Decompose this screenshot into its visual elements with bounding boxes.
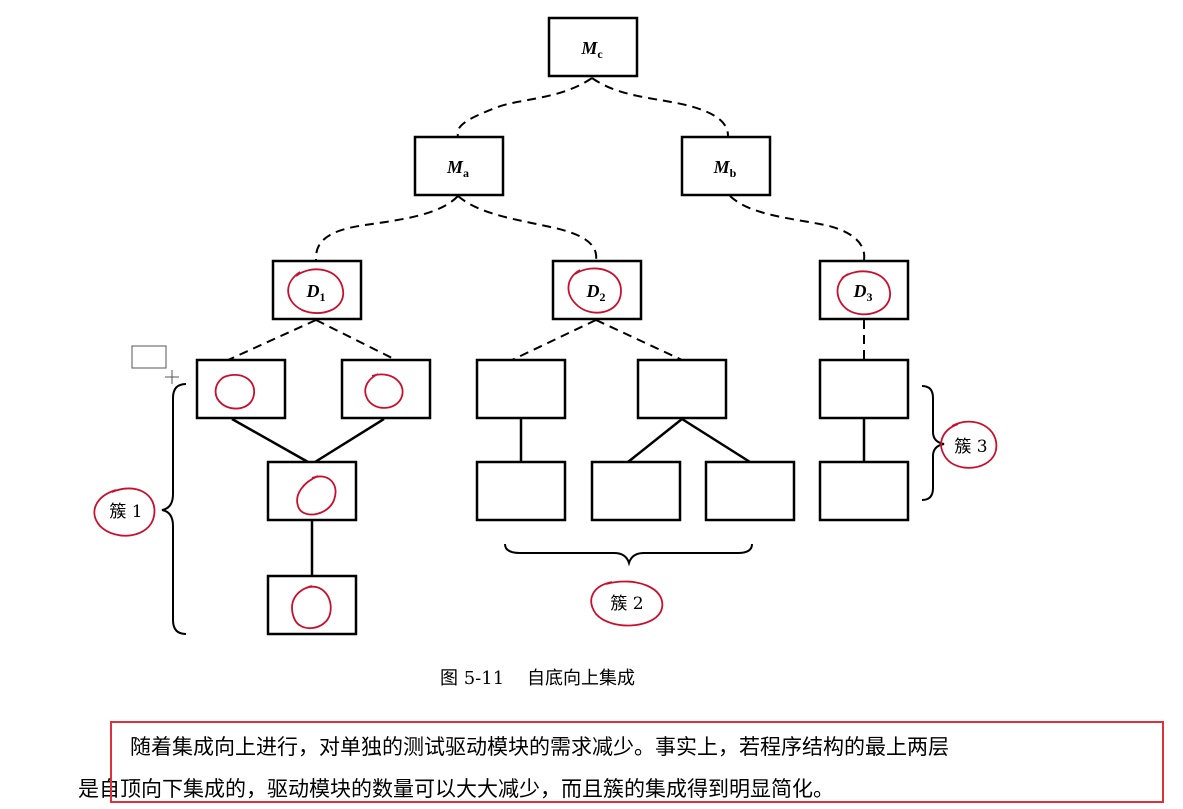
- label-ma: Ma: [446, 157, 469, 180]
- box-c1-leaf-a: [195, 358, 287, 420]
- box-c3-top: [818, 358, 910, 420]
- module-labels: Mc Ma Mb D1 D2 D3: [306, 38, 873, 304]
- box-c2-bottom-a: [475, 460, 567, 522]
- annotation-circle-d3: [836, 270, 891, 316]
- cluster-3-label: 簇 3: [954, 437, 987, 457]
- box-c2-bottom-c: [704, 460, 796, 522]
- connector-ma-d2: [457, 195, 598, 261]
- label-mc: Mc: [580, 38, 603, 61]
- dashed-connectors: [227, 77, 866, 361]
- annotation-circle-c1-leaf-b: [364, 373, 404, 409]
- connector-mc-ma: [456, 77, 593, 137]
- box-c1-mid: [266, 460, 358, 522]
- annotation-circle-cluster-1: [93, 487, 156, 537]
- box-mc: [547, 16, 639, 78]
- cluster-braces: [161, 383, 945, 635]
- annotation-circle-c1-leaf-a: [214, 373, 255, 410]
- annotation-circles: [93, 267, 998, 629]
- box-mb: [680, 135, 772, 197]
- connector-mb-d3: [729, 195, 866, 261]
- label-d2: D2: [586, 281, 606, 304]
- figure-caption: 图 5-11 自底向上集成: [440, 668, 636, 689]
- connector-ma-d1: [314, 195, 459, 261]
- annotation-circle-d2: [567, 267, 622, 314]
- cluster-2-label: 簇 2: [610, 594, 643, 614]
- connector-d1-leaf2: [315, 319, 397, 361]
- label-mb: Mb: [713, 157, 737, 180]
- brace-cluster-1: [161, 383, 187, 635]
- annotation-circle-cluster-3: [940, 420, 998, 469]
- selection-cursor-icon: [131, 345, 179, 384]
- box-c1-leaf-b: [340, 358, 432, 420]
- brace-cluster-3: [921, 385, 945, 501]
- module-boxes: [195, 16, 910, 636]
- annotation-circle-cluster-2: [590, 580, 664, 627]
- annotation-circle-c1-mid: [296, 475, 337, 516]
- bottom-up-integration-diagram: Mc Ma Mb D1 D2 D3 簇 1 簇 2 簇 3: [93, 16, 998, 636]
- box-c2-top-b: [636, 358, 728, 420]
- connector-d2-leaf2: [595, 319, 683, 361]
- connector-d2-leaf1: [511, 319, 597, 361]
- connector-mc-mb: [591, 77, 729, 137]
- box-c3-bottom: [818, 460, 910, 522]
- paragraph-line-1: 随着集成向上进行，对单独的测试驱动模块的需求减少。事实上，若程序结构的最上两层: [130, 735, 949, 759]
- box-c2-bottom-b: [590, 460, 682, 522]
- solid-connectors: [231, 417, 866, 576]
- body-paragraph: 随着集成向上进行，对单独的测试驱动模块的需求减少。事实上，若程序结构的最上两层 …: [78, 726, 1178, 809]
- box-c1-bottom: [266, 574, 358, 636]
- highlight-box: [110, 721, 1164, 803]
- label-d3: D3: [853, 281, 873, 304]
- annotation-circle-c1-bottom: [291, 585, 332, 629]
- box-ma: [413, 135, 505, 197]
- brace-cluster-2: [504, 543, 753, 567]
- annotation-circle-d1: [287, 268, 344, 314]
- label-d1: D1: [306, 281, 326, 304]
- paragraph-line-2: 是自顶向下集成的，驱动模块的数量可以大大减少，而且簇的集成得到明显简化。: [78, 777, 834, 801]
- connector-d1-leaf1: [227, 319, 317, 361]
- cluster-labels: 簇 1 簇 2 簇 3: [109, 437, 987, 614]
- cluster-1-label: 簇 1: [109, 502, 142, 522]
- box-c2-top-a: [475, 358, 567, 420]
